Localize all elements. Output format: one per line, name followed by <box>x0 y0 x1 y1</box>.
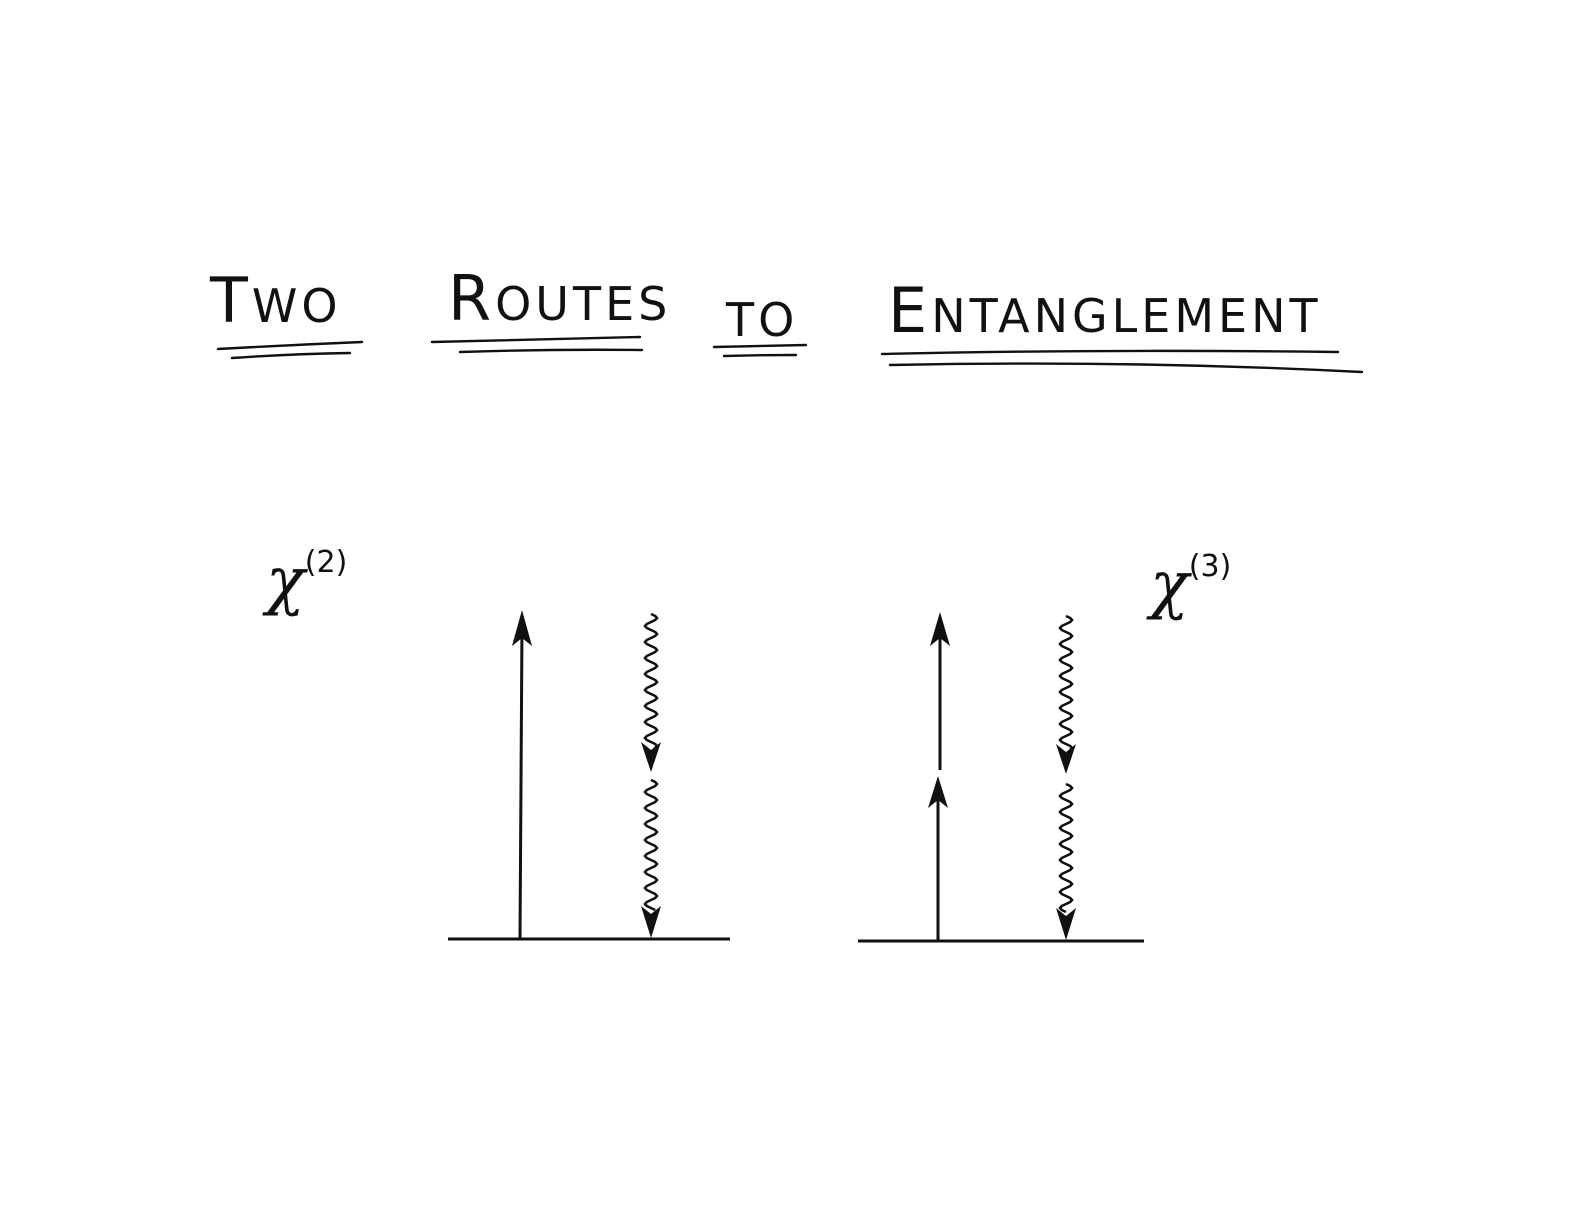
title-word-routes-initial: R <box>448 262 496 335</box>
chi3-signal-arrowhead <box>1056 744 1076 774</box>
chi2-signal-photon-wave <box>643 612 659 749</box>
underline-to-2 <box>722 353 798 358</box>
underline-routes-2 <box>458 348 644 354</box>
title: TWO ROUTES TO ENTANGLEMENT <box>0 0 1584 400</box>
chi2-label: χ(2) <box>266 545 348 614</box>
chi2-pump-arrowhead <box>512 610 532 646</box>
underline-routes-1 <box>430 335 642 344</box>
title-word-two-rest: WO <box>251 279 342 333</box>
chi2-order: (2) <box>304 545 348 580</box>
chi3-signal-photon-wave <box>1058 614 1074 751</box>
chi3-symbol: χ <box>1150 548 1189 622</box>
chi2-idler-arrowhead <box>641 906 661 938</box>
underline-entanglement-1 <box>880 349 1340 356</box>
chi2-pump-arrow-shaft <box>518 624 524 940</box>
title-word-entanglement-initial: E <box>888 274 932 347</box>
title-word-two-initial: T <box>210 264 252 337</box>
chi3-pump2-arrowhead <box>930 612 950 646</box>
chi3-idler-photon-wave <box>1058 782 1074 914</box>
chi2-diagram <box>448 610 730 941</box>
chi3-order: (3) <box>1188 549 1232 584</box>
title-word-to: TO <box>726 284 798 346</box>
chi3-pump1-arrowhead <box>928 776 948 808</box>
underline-entanglement-2 <box>888 362 1364 374</box>
title-word-routes-rest: OUTES <box>495 277 672 331</box>
underline-to-1 <box>712 343 808 349</box>
title-underlines <box>216 335 1364 374</box>
chi3-idler-arrowhead <box>1056 908 1076 940</box>
chi2-symbol: χ <box>266 544 305 618</box>
chi3-diagram <box>858 612 1144 943</box>
title-word-entanglement-rest: NTANGLEMENT <box>931 289 1322 343</box>
title-word-to-rest: TO <box>726 293 799 347</box>
title-word-two: TWO <box>210 270 342 332</box>
title-word-entanglement: ENTANGLEMENT <box>888 280 1322 342</box>
underline-two-2 <box>230 351 352 360</box>
chi2-signal-arrowhead <box>641 742 661 772</box>
underline-two-1 <box>216 340 364 351</box>
chi2-idler-photon-wave <box>643 778 659 912</box>
chi3-label: χ(3) <box>1150 549 1232 618</box>
title-word-routes: ROUTES <box>448 268 671 330</box>
